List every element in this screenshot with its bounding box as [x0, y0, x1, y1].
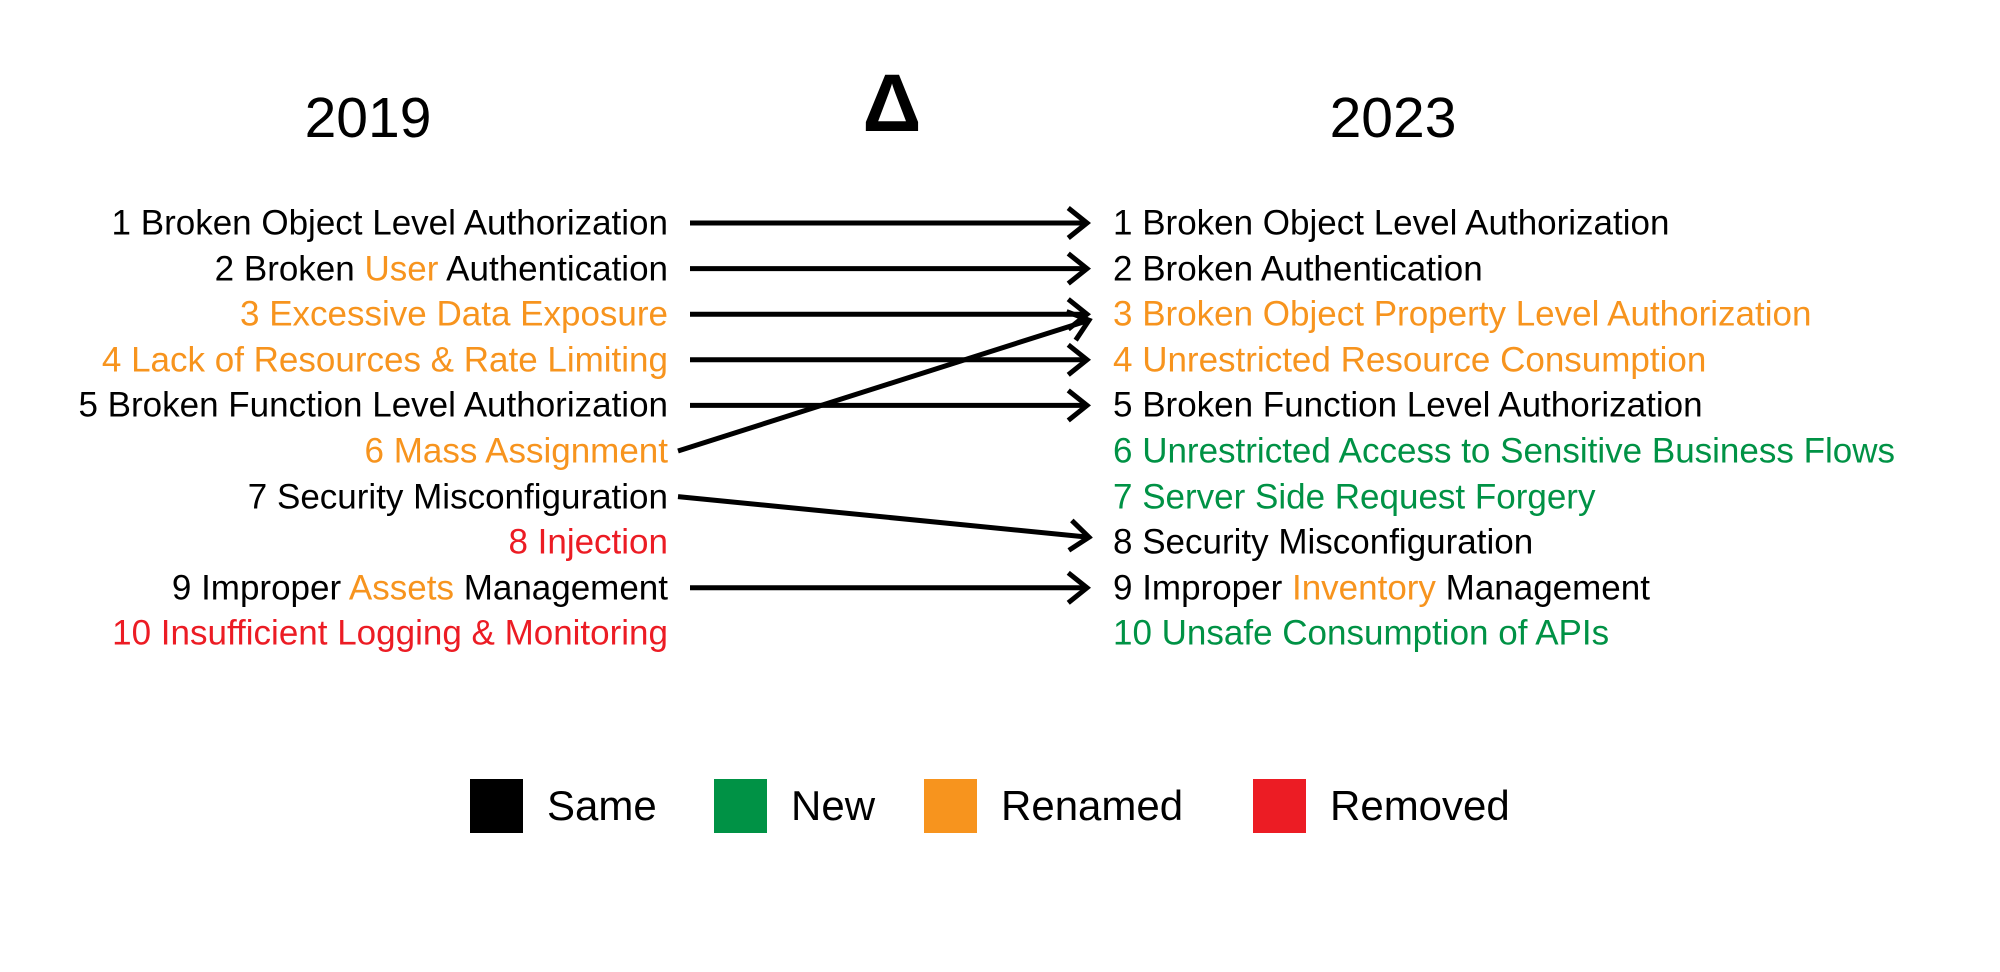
ranking-column-2023: 1 Broken Object Level Authorization 2 Bro… [1113, 0, 2000, 700]
ranking-item-segment: User [364, 249, 439, 289]
ranking-item-segment: 10 Unsafe Consumption of APIs [1113, 613, 1610, 653]
legend-label: New [791, 782, 876, 829]
ranking-item-2023-4: 4 Unrestricted Resource Consumption [1113, 342, 2000, 377]
legend-item-new: New [714, 779, 875, 833]
legend-item-same: Same [470, 779, 657, 833]
ranking-item-segment: 4 Lack of Resources & Rate Limiting [101, 340, 668, 380]
year-title-2023: 2023 [1329, 86, 1457, 150]
mapping-arrow-7-to-8 [677, 494, 1089, 538]
ranking-item-segment: 7 Server Side Request Forgery [1113, 477, 1596, 517]
ranking-item-segment: 3 Broken Object Property Level Authoriza… [1113, 294, 1812, 334]
year-title-2019: 2019 [304, 86, 432, 150]
legend-label: Renamed [1001, 782, 1184, 829]
ranking-item-2023-3: 3 Broken Object Property Level Authoriza… [1113, 297, 2000, 332]
ranking-item-2023-1: 1 Broken Object Level Authorization [1113, 206, 2000, 241]
ranking-item-segment: 7 Security Misconfiguration [247, 477, 668, 517]
ranking-item-2023-10: 10 Unsafe Consumption of APIs [1113, 616, 2000, 651]
ranking-item-segment: Management [1435, 568, 1650, 608]
legend-swatch-same [470, 779, 523, 833]
ranking-item-2019-5: 5 Broken Function Level Authorization [0, 388, 668, 423]
legend-swatch-removed [1253, 779, 1306, 833]
ranking-item-segment: 3 Excessive Data Exposure [240, 294, 668, 334]
ranking-item-2019-7: 7 Security Misconfiguration [0, 479, 668, 514]
ranking-item-segment: Assets [348, 568, 454, 608]
ranking-item-segment: 4 Unrestricted Resource Consumption [1113, 340, 1707, 380]
mapping-arrow-6-to-3 [677, 320, 1089, 454]
ranking-item-segment: 9 Improper [1113, 568, 1292, 608]
legend-swatch-renamed [924, 779, 977, 833]
ranking-item-2023-7: 7 Server Side Request Forgery [1113, 479, 2000, 514]
ranking-item-segment: 1 Broken Object Level Authorization [111, 203, 668, 243]
ranking-item-2019-9: 9 Improper Assets Management [0, 570, 668, 605]
ranking-item-2019-1: 1 Broken Object Level Authorization [0, 206, 668, 241]
legend-label: Removed [1330, 782, 1510, 829]
ranking-item-segment: 9 Improper [171, 568, 349, 608]
ranking-item-2019-6: 6 Mass Assignment [0, 434, 668, 469]
ranking-item-segment: Management [453, 568, 668, 608]
ranking-column-2019: 1 Broken Object Level Authorization 2 Bro… [0, 0, 668, 700]
ranking-item-segment: 1 Broken Object Level Authorization [1113, 203, 1670, 243]
ranking-item-2023-8: 8 Security Misconfiguration [1113, 525, 2000, 560]
ranking-item-2019-8: 8 Injection [0, 525, 668, 560]
legend: Same New Renamed Removed [0, 0, 2000, 833]
ranking-item-segment: 8 Injection [508, 522, 668, 562]
ranking-item-segment: 2 Broken [214, 249, 365, 289]
ranking-item-2019-4: 4 Lack of Resources & Rate Limiting [0, 342, 668, 377]
ranking-item-segment: 8 Security Misconfiguration [1113, 522, 1534, 562]
ranking-item-2023-2: 2 Broken Authentication [1113, 251, 2000, 286]
delta-symbol: Δ [862, 58, 922, 149]
ranking-item-segment: 10 Insufficient Logging & Monitoring [112, 613, 668, 653]
legend-item-renamed: Renamed [924, 779, 1183, 833]
ranking-item-segment: 6 Mass Assignment [364, 431, 668, 471]
ranking-item-segment: 2 Broken Authentication [1113, 249, 1483, 289]
ranking-item-2019-2: 2 Broken User Authentication [0, 251, 668, 286]
ranking-item-2023-9: 9 Improper Inventory Management [1113, 570, 2000, 605]
ranking-item-segment: 5 Broken Function Level Authorization [78, 385, 668, 425]
legend-swatch-new [714, 779, 767, 833]
ranking-item-segment: Authentication [438, 249, 668, 289]
ranking-item-segment: 5 Broken Function Level Authorization [1113, 385, 1703, 425]
ranking-item-segment: 6 Unrestricted Access to Sensitive Busin… [1113, 431, 1895, 471]
ranking-item-2023-6: 6 Unrestricted Access to Sensitive Busin… [1113, 434, 2000, 469]
ranking-item-2019-10: 10 Insufficient Logging & Monitoring [0, 616, 668, 651]
ranking-item-segment: Inventory [1291, 568, 1436, 608]
ranking-item-2019-3: 3 Excessive Data Exposure [0, 297, 668, 332]
ranking-item-2023-5: 5 Broken Function Level Authorization [1113, 388, 2000, 423]
legend-label: Same [547, 782, 657, 829]
legend-item-removed: Removed [1253, 779, 1510, 833]
